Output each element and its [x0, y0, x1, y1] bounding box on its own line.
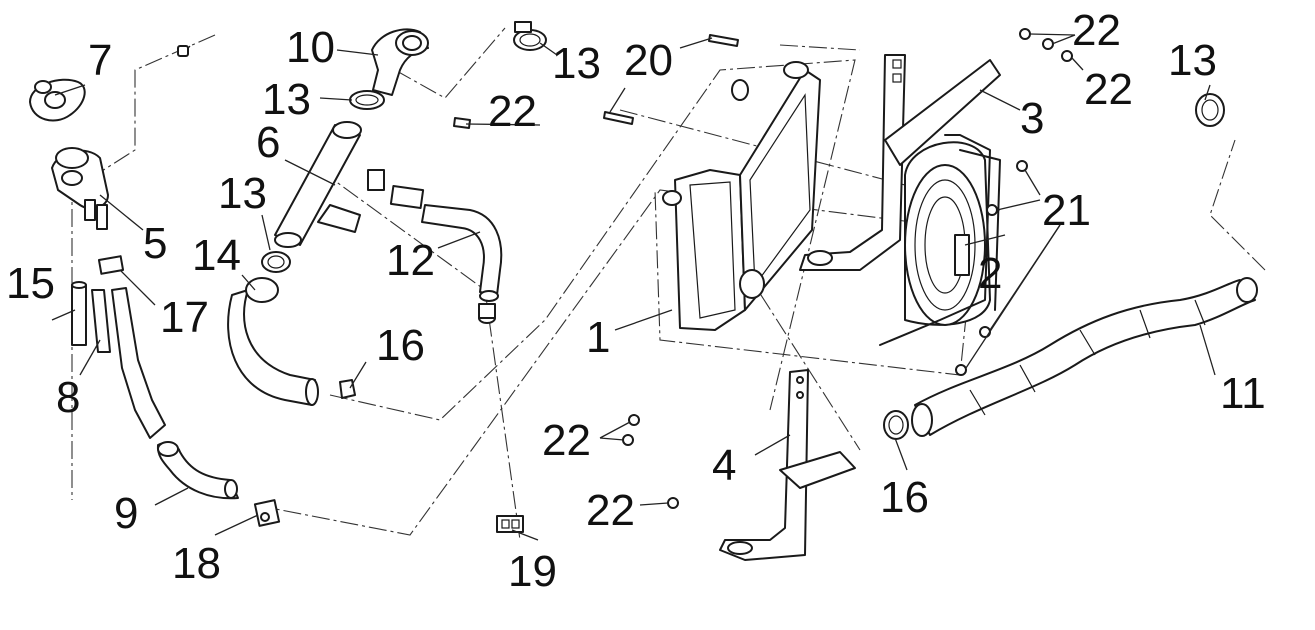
callout-13-pipe: 13 — [262, 75, 311, 124]
part-6-pipe — [274, 121, 385, 248]
part-16-clamp-right — [883, 410, 909, 440]
callout-18: 18 — [172, 539, 221, 588]
part-3-bracket — [799, 54, 1001, 271]
callout-15: 15 — [6, 259, 55, 308]
callout-13-top: 13 — [552, 39, 601, 88]
part-12-hose — [389, 184, 503, 324]
callout-22-mid: 22 — [542, 416, 591, 465]
part-4-bracket — [719, 369, 856, 561]
callout-11: 11 — [1220, 369, 1266, 418]
part-8-hose — [91, 287, 166, 439]
part-10-elbow — [371, 28, 429, 96]
callout-9: 9 — [114, 489, 138, 538]
part-13-clamp-14 — [261, 251, 291, 273]
part-5-housing — [51, 147, 109, 230]
callout-13-left: 13 — [218, 169, 267, 218]
part-2-fan — [879, 134, 1001, 346]
callout-22-topright: 22 — [1084, 65, 1133, 114]
callout-6: 6 — [256, 118, 280, 167]
callout-3: 3 — [1020, 94, 1044, 143]
part-19-clip — [496, 515, 524, 533]
part-18-clip — [253, 499, 281, 527]
part-15-tube — [71, 281, 87, 346]
part-11-hose — [911, 277, 1258, 437]
leader-lines — [51, 33, 1216, 541]
callout-13-right: 13 — [1168, 36, 1217, 85]
callout-10: 10 — [286, 23, 335, 72]
callout-numbers: 1 2 3 4 5 6 7 8 9 10 11 12 13 13 13 13 1… — [6, 6, 1266, 596]
callout-20: 20 — [624, 36, 673, 85]
part-13-clamp-right — [1195, 93, 1225, 127]
callout-8: 8 — [56, 373, 80, 422]
part-9-hose — [156, 441, 239, 500]
callout-14: 14 — [192, 231, 241, 280]
callout-2: 2 — [978, 249, 1002, 298]
callout-7: 7 — [88, 36, 112, 85]
callout-1: 1 — [586, 313, 610, 362]
callout-21: 21 — [1042, 186, 1091, 235]
part-1-radiator — [662, 61, 821, 331]
callout-16-right: 16 — [880, 473, 929, 522]
callout-16-left: 16 — [376, 321, 425, 370]
callout-22-left: 22 — [488, 87, 537, 136]
callout-5: 5 — [143, 219, 167, 268]
callout-12: 12 — [386, 236, 435, 285]
part-13-clamp-6 — [349, 90, 385, 110]
part-16-clamp-left — [339, 379, 356, 399]
callout-4: 4 — [712, 441, 736, 490]
part-17-clip — [97, 255, 125, 275]
fasteners — [453, 28, 1073, 509]
callout-22-top: 22 — [1072, 6, 1121, 55]
callout-19: 19 — [508, 547, 557, 596]
callout-22-bottom: 22 — [586, 486, 635, 535]
part-14-hose — [227, 277, 319, 406]
part-13-clamp-top — [513, 21, 547, 51]
callout-17: 17 — [160, 293, 209, 342]
